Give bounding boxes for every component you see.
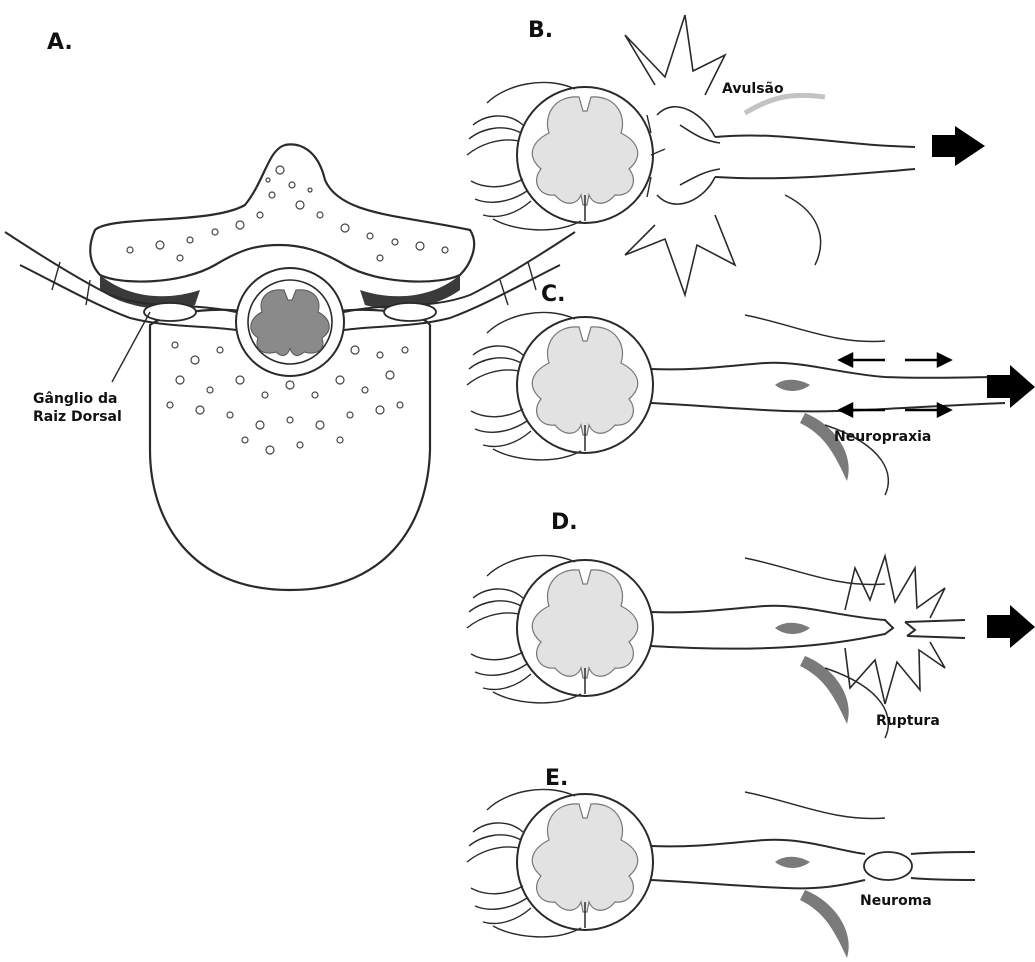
panel-label-a: A.	[47, 30, 73, 55]
dorsal-root-ganglion-label-line2: Raiz Dorsal	[33, 408, 122, 426]
avulsion-label: Avulsão	[722, 80, 784, 98]
panel-label-e: E.	[545, 766, 568, 791]
traction-arrow-c	[987, 365, 1035, 408]
neuroma-illustration	[467, 789, 975, 958]
panel-label-d: D.	[551, 510, 578, 535]
avulsion-illustration	[467, 15, 915, 295]
dorsal-root-ganglion-label: Gânglio da Raiz Dorsal	[33, 390, 122, 426]
traction-arrow-d	[987, 605, 1035, 648]
traction-arrow-b	[932, 126, 985, 166]
neuropraxia-illustration	[467, 312, 1005, 495]
rupture-illustration	[467, 555, 965, 738]
vertebra-illustration	[5, 144, 575, 590]
neuropraxia-label: Neuropraxia	[834, 428, 931, 446]
rupture-label: Ruptura	[876, 712, 940, 730]
dorsal-root-ganglion-label-line1: Gânglio da	[33, 390, 122, 408]
panel-label-c: C.	[541, 282, 566, 307]
panel-label-b: B.	[528, 18, 553, 43]
neuroma-label: Neuroma	[860, 892, 932, 910]
